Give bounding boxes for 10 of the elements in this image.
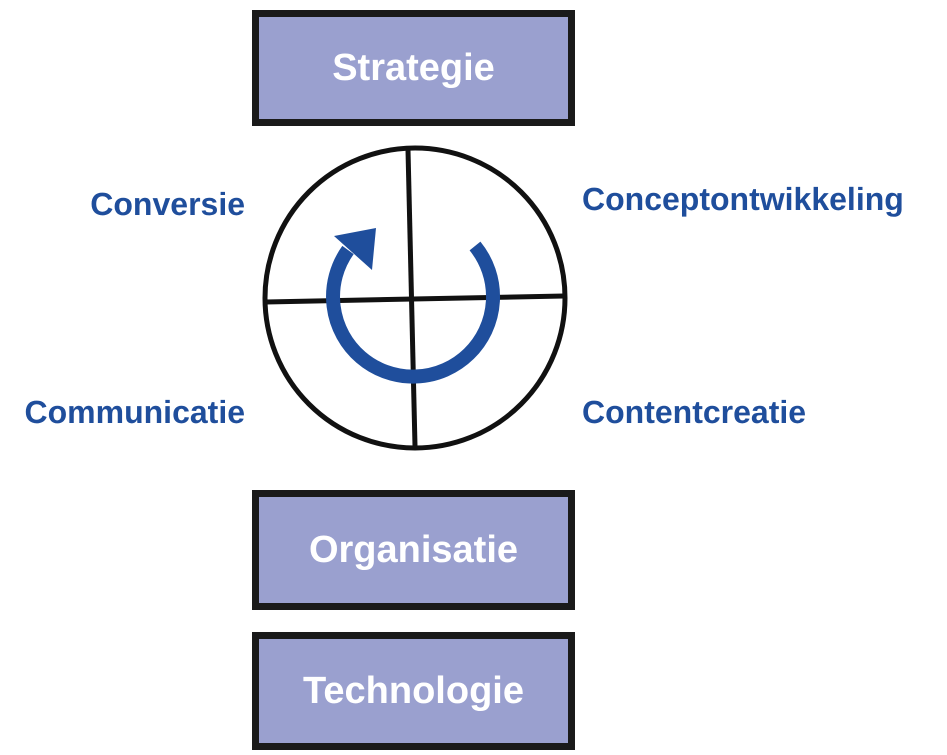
process-box xyxy=(252,490,575,610)
process-box xyxy=(252,10,575,126)
box-label: Strategie xyxy=(332,46,495,90)
process-box xyxy=(252,632,575,750)
quadrant-label: Communicatie xyxy=(24,393,245,432)
quadrant-label: Conversie xyxy=(90,185,245,224)
quadrant-label: Contentcreatie xyxy=(582,393,806,432)
quadrant-label: Conceptontwikkeling xyxy=(582,180,904,219)
box-label: Organisatie xyxy=(308,528,518,572)
box-label: Technologie xyxy=(303,668,524,714)
